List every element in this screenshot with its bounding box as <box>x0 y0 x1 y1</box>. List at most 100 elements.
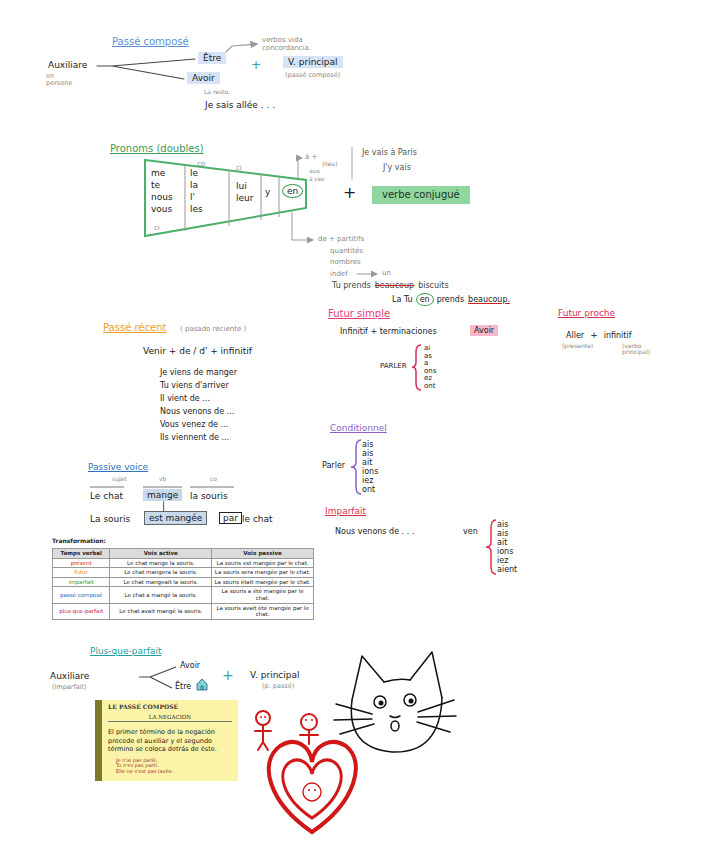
transformation-table: Temps verbal Voix active Voix passive prése… <box>52 548 314 620</box>
column-separators <box>185 165 279 231</box>
table-cell: La souris était mangée par le chat. <box>212 577 314 587</box>
note: La resto. <box>204 89 230 96</box>
term: V. principal <box>250 670 300 680</box>
table-row: imparfait Le chat mangeait la souris. La s… <box>53 577 314 587</box>
figure-head <box>256 711 270 725</box>
conjugation: Nous venons de ... <box>160 407 234 416</box>
note: de + partitifs <box>318 235 364 243</box>
down-arrow <box>292 212 313 240</box>
highlight-box: Être <box>198 52 226 64</box>
conjugation: Tu viens d'arriver <box>160 381 229 390</box>
up-arrow <box>298 158 302 178</box>
connector-line <box>163 501 164 512</box>
table-header: Voix passive <box>243 550 281 556</box>
table-text: Le chat avait mangé la souris. <box>119 608 202 614</box>
table-text: passé composé <box>60 592 103 598</box>
verb: Parler <box>322 461 345 470</box>
table-cell: futur <box>53 568 110 578</box>
cat-ear <box>352 656 384 700</box>
house-icon <box>197 679 207 690</box>
figure-head <box>301 714 317 730</box>
note: aux <box>309 168 320 175</box>
note: co <box>210 476 217 483</box>
table-text: La souris avait été mangée par le chat. <box>216 605 308 618</box>
table-row: passé composé Le chat a mangé la souris.L… <box>53 587 314 603</box>
highlight-box: est mangée <box>145 512 206 524</box>
note: indef <box>330 270 348 278</box>
node-text: mange <box>147 490 178 500</box>
example: Je sais allée . . . <box>205 100 275 110</box>
note: verbos vida concordancia. <box>262 36 324 52</box>
note: en persone <box>46 73 72 87</box>
highlight-box: Avoir <box>187 72 220 84</box>
divider-line <box>352 147 353 180</box>
table-title: Transformation: <box>52 538 106 545</box>
cat-pupil <box>409 699 414 704</box>
pronoun-column: me te nous vous <box>151 167 173 215</box>
note: (imparfait) <box>52 684 87 691</box>
example: biscuits <box>418 281 448 290</box>
example: Je vais à Paris <box>362 148 417 157</box>
table-cell: Le chat mange la souris. <box>110 558 212 568</box>
table-cell: La souris a été mangée par le chat. <box>212 587 314 603</box>
table-cell: plus-que-parfait <box>53 603 110 619</box>
table-text: Le chat mangeait la souris. <box>124 579 199 585</box>
brace <box>486 520 496 574</box>
formula: Infinitif + terminaciones <box>340 327 437 336</box>
cat-nose <box>390 716 400 718</box>
note: vb <box>159 476 166 483</box>
group-brackets <box>90 487 234 488</box>
heart-face <box>303 783 321 801</box>
note: (p. passé) <box>262 683 294 690</box>
example: beaucoup <box>375 281 414 290</box>
table-cell: Le chat a mangé la souris. <box>110 587 212 603</box>
section-title: Passé récent <box>103 322 166 334</box>
formula: infinitif <box>604 331 632 340</box>
node-text: lui leur <box>236 181 253 203</box>
stick-figure <box>255 725 271 750</box>
example: La Tu <box>392 295 413 304</box>
endings: ai as a ons ez ont <box>424 345 436 390</box>
note: à ces <box>309 176 325 183</box>
table-cell: Le chat avait mangé la souris. <box>110 603 212 619</box>
cat-pupil <box>379 701 384 706</box>
note: (lieu) <box>322 161 338 168</box>
cat-ear <box>410 652 442 698</box>
section-title: Plus-que-parfait <box>90 646 161 656</box>
verb: PARLER <box>380 362 407 370</box>
table-cell: Voix active <box>110 549 212 559</box>
table-text: présent <box>71 560 92 566</box>
example: prends <box>437 295 464 304</box>
highlight-box: Avoir <box>470 325 498 336</box>
example: en <box>416 293 434 306</box>
highlight-box: mange <box>143 489 182 501</box>
plus-sign: + <box>222 667 234 683</box>
cat-eye <box>374 696 386 708</box>
section-title: Pronoms (doubles) <box>110 143 204 155</box>
endings: ais ais ait ions iez ont <box>362 440 378 494</box>
cat-head-top <box>384 679 410 682</box>
cat-eye <box>404 694 416 706</box>
heart-outline <box>269 742 356 832</box>
table-text: La souris sera mangée par le chat. <box>215 569 310 575</box>
table-cell: présent <box>53 558 110 568</box>
section-title: Passé composé <box>112 36 189 48</box>
table-cell: Le chat mangeait la souris. <box>110 577 212 587</box>
cat-whiskers <box>334 704 374 734</box>
table-text: imparfait <box>69 579 94 585</box>
node-text: Avoir <box>474 326 494 335</box>
table-cell: Voix passive <box>212 549 314 559</box>
note: ( pasado reciente ) <box>180 325 246 333</box>
card-text: El primer término de la negación precede… <box>108 728 232 753</box>
example: J'y vais <box>383 163 411 172</box>
table-header: Temps verbal <box>61 550 102 556</box>
cat-mouth <box>391 721 399 731</box>
note: à + <box>305 153 317 161</box>
table-text: La souris était mangée par le chat. <box>215 579 311 585</box>
brace <box>351 440 361 494</box>
section-title: Futur proche <box>558 308 615 318</box>
conjugation: Vous venez de ... <box>160 420 228 429</box>
eye <box>308 789 310 791</box>
node-text: Avoir <box>192 73 215 83</box>
